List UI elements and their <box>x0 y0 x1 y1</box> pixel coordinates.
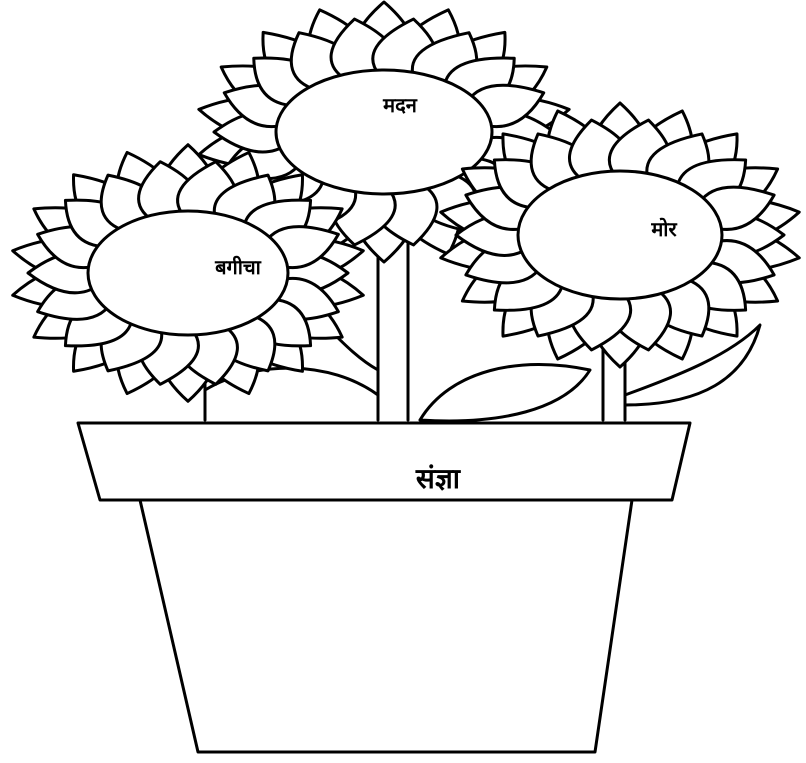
stem-top <box>378 235 408 420</box>
flower-top-label: मदन <box>382 93 418 117</box>
flower-left-label: बगीचा <box>214 255 262 279</box>
pot: संज्ञा <box>78 423 690 752</box>
pot-label: संज्ञा <box>415 462 462 495</box>
flower-top-center <box>276 70 492 194</box>
flower-right-label: मोर <box>650 217 677 241</box>
pot-body <box>140 500 632 752</box>
flower-right-center <box>518 171 722 299</box>
leaf-center <box>420 364 590 420</box>
pot-rim <box>78 423 690 500</box>
